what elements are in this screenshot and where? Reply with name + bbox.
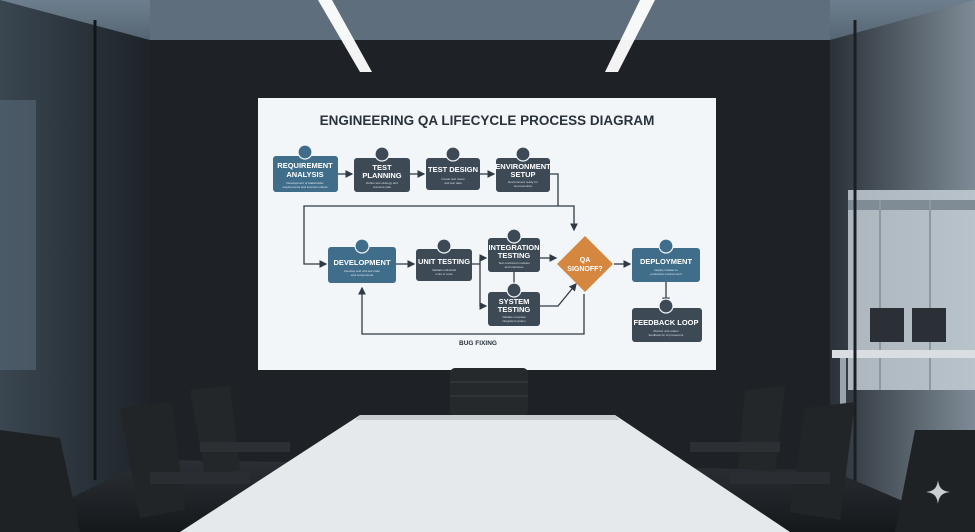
svg-text:resource plan: resource plan — [373, 185, 392, 189]
svg-text:and components: and components — [351, 273, 374, 277]
bug-fixing-label: BUG FIXING — [459, 340, 497, 347]
svg-text:production environment: production environment — [650, 272, 682, 276]
svg-text:integrated system: integrated system — [502, 319, 526, 323]
svg-text:SIGNOFF?: SIGNOFF? — [567, 266, 602, 273]
svg-text:feedback for improvement: feedback for improvement — [649, 333, 684, 337]
svg-text:DEPLOYMENT: DEPLOYMENT — [640, 257, 693, 266]
svg-text:SETUP: SETUP — [510, 170, 535, 179]
svg-text:DEVELOPMENT: DEVELOPMENT — [333, 258, 391, 267]
svg-text:ANALYSIS: ANALYSIS — [286, 170, 323, 179]
sparkle-icon — [924, 478, 952, 506]
diagram-title: ENGINEERING QA LIFECYCLE PROCESS DIAGRAM — [320, 113, 655, 128]
svg-text:test execution: test execution — [514, 184, 533, 188]
svg-text:UNIT TESTING: UNIT TESTING — [418, 257, 470, 266]
conference-table-and-chairs — [0, 360, 975, 532]
svg-text:TESTING: TESTING — [498, 305, 531, 314]
qa-lifecycle-diagram: ENGINEERING QA LIFECYCLE PROCESS DIAGRAM… — [258, 98, 716, 370]
svg-text:requirements and success crite: requirements and success criteria — [283, 185, 328, 189]
svg-text:units of code: units of code — [435, 272, 452, 276]
svg-text:TEST DESIGN: TEST DESIGN — [428, 165, 478, 174]
svg-text:PLANNING: PLANNING — [362, 171, 401, 180]
svg-text:QA: QA — [580, 257, 591, 264]
svg-text:and test data: and test data — [444, 181, 462, 185]
svg-text:TESTING: TESTING — [498, 251, 531, 260]
svg-text:REQUIREMENT: REQUIREMENT — [277, 161, 333, 170]
svg-text:FEEDBACK LOOP: FEEDBACK LOOP — [633, 318, 698, 327]
svg-text:and interfaces: and interfaces — [505, 265, 524, 269]
